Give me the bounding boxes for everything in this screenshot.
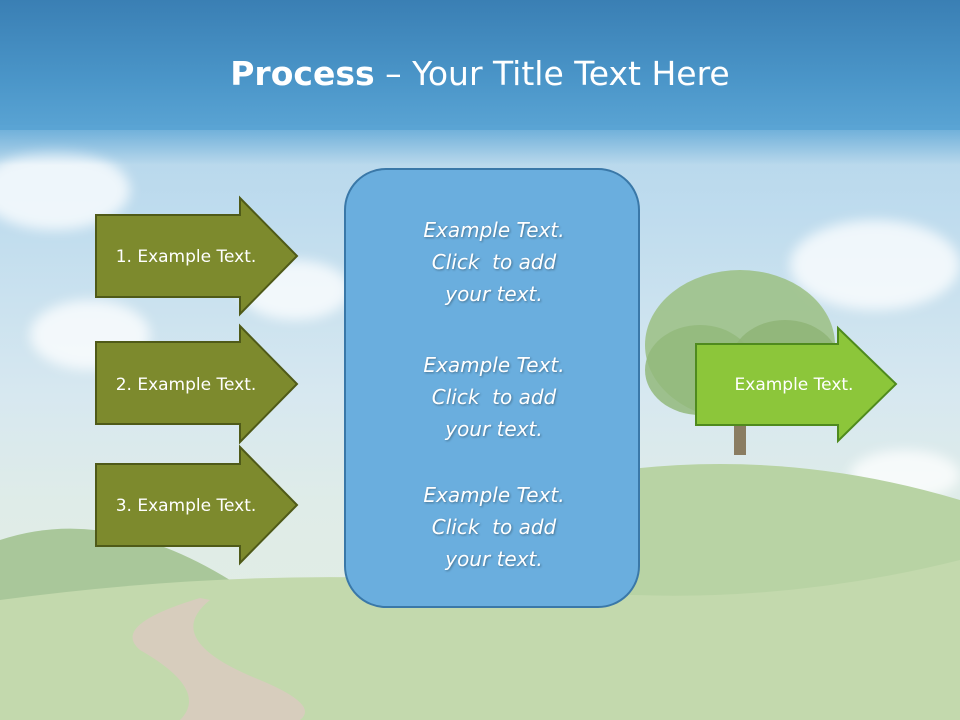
arrow-shape-right[interactable]: Example Text.: [695, 325, 898, 444]
arrow-shape-3[interactable]: 3. Example Text.: [95, 444, 299, 566]
title-separator: –: [374, 54, 413, 93]
arrow-label-2: 2. Example Text.: [116, 375, 257, 395]
block-line: Click to add: [431, 515, 557, 539]
center-block-2: Example Text. Click to add your text.: [346, 349, 642, 445]
arrow-label-3: 3. Example Text.: [116, 496, 257, 516]
block-line: Example Text.: [423, 218, 565, 242]
arrow-label-right: Example Text.: [735, 375, 854, 395]
arrow-shape-2[interactable]: 2. Example Text.: [95, 323, 299, 445]
title-bar: [0, 0, 960, 130]
title-rest: Your Title Text Here: [412, 54, 730, 93]
block-line: Click to add: [431, 250, 557, 274]
center-block-3: Example Text. Click to add your text.: [346, 479, 642, 575]
arrow-label-1: 1. Example Text.: [116, 247, 257, 267]
block-line: your text.: [445, 547, 543, 571]
dirt-path: [132, 598, 305, 720]
block-line: Example Text.: [423, 353, 565, 377]
block-line: Click to add: [431, 385, 557, 409]
title-bar-fade: [0, 125, 960, 165]
title-bold: Process: [230, 54, 375, 93]
block-line: Example Text.: [423, 483, 565, 507]
center-block-1: Example Text. Click to add your text.: [346, 214, 642, 310]
center-text-box[interactable]: Example Text. Click to add your text. Ex…: [344, 168, 640, 608]
block-line: your text.: [445, 282, 543, 306]
block-line: your text.: [445, 417, 543, 441]
arrow-shape-1[interactable]: 1. Example Text.: [95, 195, 299, 317]
slide-title[interactable]: Process – Your Title Text Here: [0, 52, 960, 96]
cloud: [790, 220, 960, 310]
